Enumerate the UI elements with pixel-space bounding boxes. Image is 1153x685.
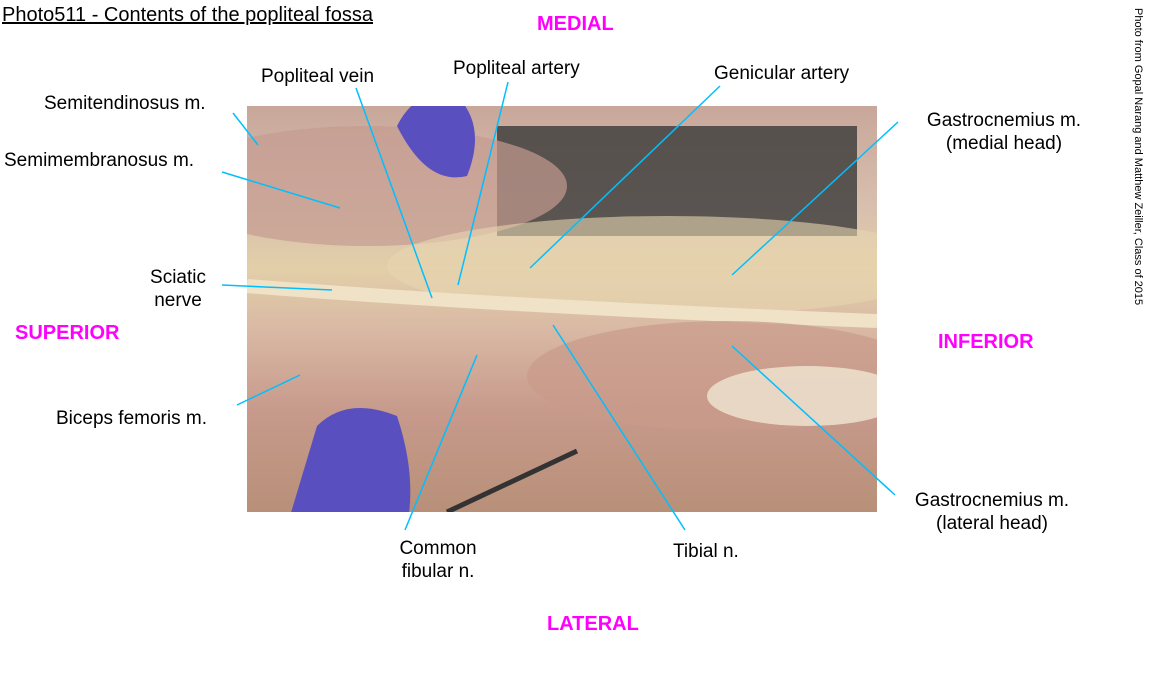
label-genicular-artery: Genicular artery xyxy=(714,63,850,84)
leader-semitendinosus xyxy=(232,112,259,146)
leader-popliteal-artery xyxy=(457,81,509,286)
label-line: Gastrocnemius m. xyxy=(914,490,1070,511)
label-line: (lateral head) xyxy=(936,513,1048,534)
label-line: (medial head) xyxy=(945,133,1063,154)
label-tibial: Tibial n. xyxy=(673,541,739,562)
photo-credit: Photo from Gopal Narang and Matthew Zeil… xyxy=(1132,8,1144,306)
page-title: Photo511 - Contents of the popliteal fos… xyxy=(2,4,373,26)
label-gastroc-medial: Gastrocnemius m.(medial head) xyxy=(914,109,1094,155)
leader-gastroc-lateral xyxy=(731,345,896,496)
leader-biceps xyxy=(236,374,301,406)
leader-genicular-artery xyxy=(529,85,721,269)
label-gastroc-lateral: Gastrocnemius m.(lateral head) xyxy=(902,489,1082,535)
label-biceps-femoris: Biceps femoris m. xyxy=(56,408,207,429)
label-line: Common xyxy=(399,538,477,559)
dissection-photo xyxy=(247,106,877,512)
label-semitendinosus: Semitendinosus m. xyxy=(44,93,206,114)
direction-inferior: INFERIOR xyxy=(938,331,1034,353)
label-semimembranosus: Semimembranosus m. xyxy=(4,150,195,171)
label-popliteal-vein: Popliteal vein xyxy=(261,66,375,87)
leader-common-fibular xyxy=(404,354,478,531)
photo-illustration xyxy=(247,106,877,512)
leader-gastroc-medial xyxy=(731,121,899,276)
label-line: Gastrocnemius m. xyxy=(926,110,1082,131)
leader-tibial xyxy=(552,324,686,531)
label-popliteal-artery: Popliteal artery xyxy=(453,58,580,79)
direction-superior: SUPERIOR xyxy=(15,322,120,344)
label-line: nerve xyxy=(154,290,202,311)
label-line: fibular n. xyxy=(401,561,475,582)
leader-sciatic xyxy=(221,284,333,291)
label-line: Sciatic xyxy=(150,267,206,288)
direction-lateral: LATERAL xyxy=(547,613,639,635)
leader-popliteal-vein xyxy=(355,87,433,299)
leader-semimembranosus xyxy=(221,171,341,209)
direction-medial: MEDIAL xyxy=(537,13,614,35)
